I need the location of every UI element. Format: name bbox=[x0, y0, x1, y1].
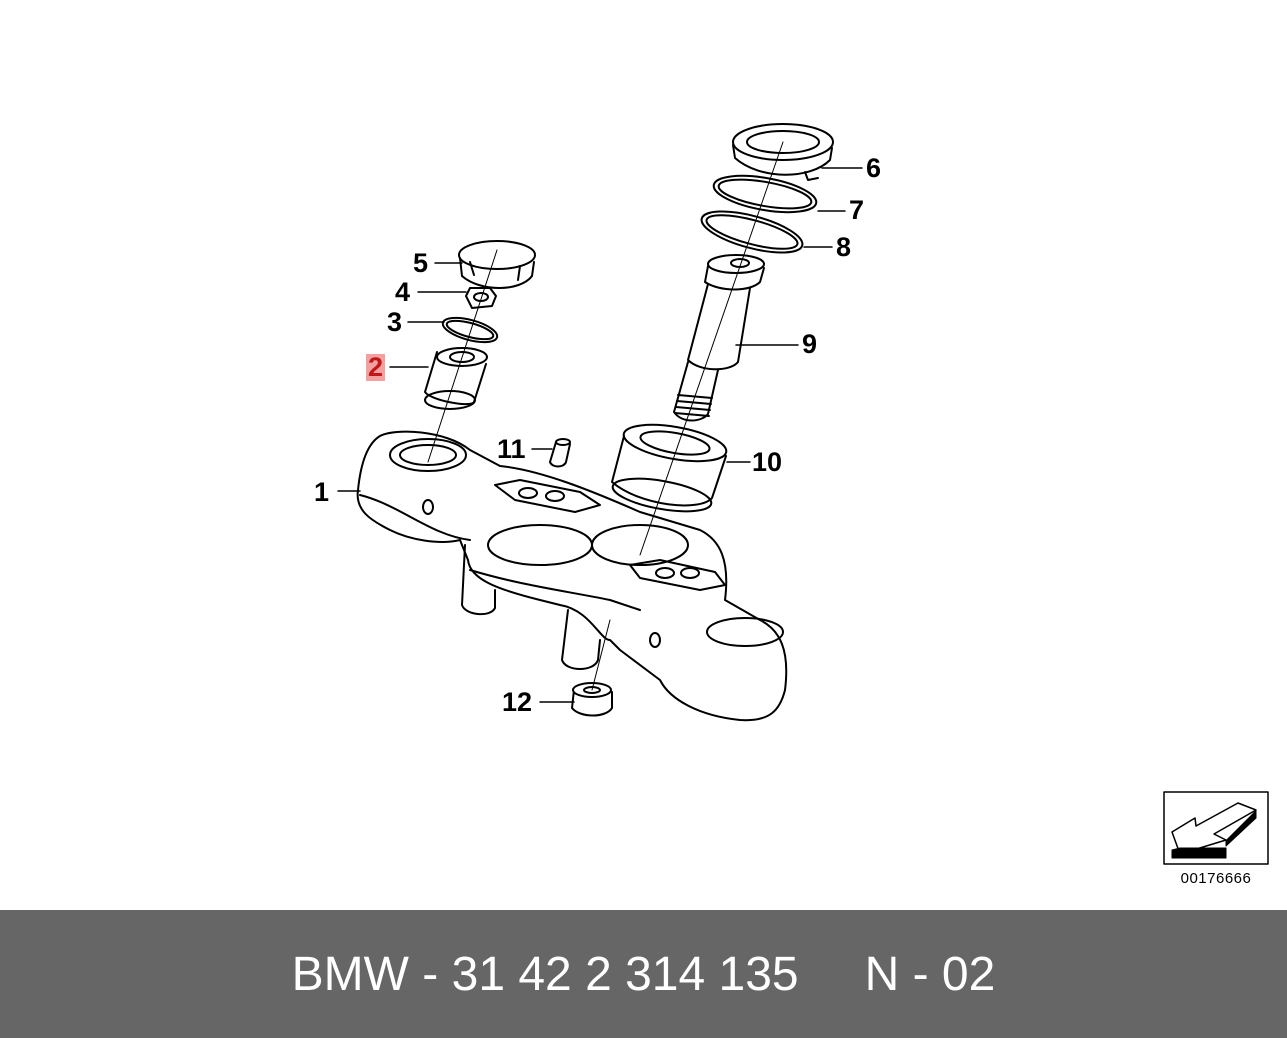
callout-4: 4 bbox=[395, 277, 411, 307]
bearing-large-drawing bbox=[611, 423, 728, 513]
callout-12: 12 bbox=[502, 687, 533, 717]
callout-7: 7 bbox=[849, 195, 865, 225]
stem-bolt-drawing bbox=[673, 254, 765, 422]
footer-text: BMW - 31 42 2 314 135 N - 02 bbox=[0, 910, 1287, 1038]
callout-11: 11 bbox=[497, 434, 526, 464]
callout-6: 6 bbox=[866, 153, 882, 183]
diagram-index: N - 02 bbox=[864, 947, 996, 1001]
part-number: BMW - 31 42 2 314 135 bbox=[291, 947, 799, 1001]
exploded-parts-diagram bbox=[337, 123, 1269, 865]
direction-arrow-icon bbox=[1163, 791, 1269, 865]
o-ring-small-drawing bbox=[441, 316, 499, 344]
footer-bar: BMW - 31 42 2 314 135 N - 02 bbox=[0, 910, 1287, 1038]
callout-8: 8 bbox=[836, 232, 852, 262]
figure-id: 00176666 bbox=[1180, 870, 1252, 887]
triple-clamp-drawing bbox=[356, 430, 788, 722]
callout-2-highlighted: 2 bbox=[366, 352, 386, 382]
pin-drawing bbox=[549, 438, 571, 468]
cap-small-drawing bbox=[458, 240, 536, 289]
callout-1: 1 bbox=[314, 477, 330, 507]
assembly-axis-lines bbox=[427, 141, 784, 691]
callout-3: 3 bbox=[387, 307, 403, 337]
leader-lines bbox=[337, 167, 863, 703]
nut-bottom-drawing bbox=[571, 682, 613, 717]
callout-5: 5 bbox=[413, 248, 429, 278]
cap-large-drawing bbox=[732, 123, 834, 181]
callout-9: 9 bbox=[802, 329, 818, 359]
callout-10: 10 bbox=[752, 447, 783, 477]
bushing-drawing bbox=[424, 347, 488, 410]
o-ring-large-drawings bbox=[700, 174, 818, 254]
